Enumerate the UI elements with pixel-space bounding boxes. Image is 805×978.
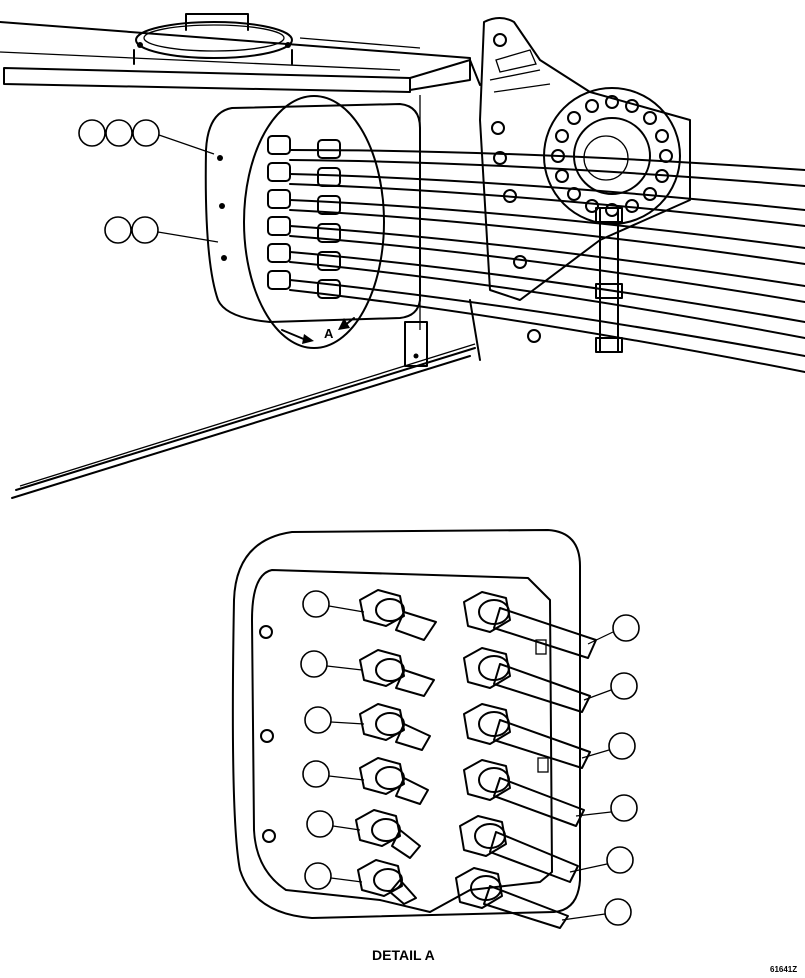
bulkhead-plate (204, 103, 421, 323)
callout-bubble (302, 760, 330, 788)
plate-holes (259, 625, 549, 843)
detail-callouts-right (561, 614, 640, 926)
callout-bubble (304, 706, 332, 734)
fitting (355, 809, 421, 859)
callout-bubble (131, 216, 159, 244)
callout-bubble (612, 614, 640, 642)
fitting-with-hose (463, 703, 591, 769)
callout-bubble (608, 732, 636, 760)
callout-bubble (610, 794, 638, 822)
fitting-column-left (267, 135, 291, 290)
callout-bubble (306, 810, 334, 838)
detail-fittings-left (355, 589, 437, 905)
detail-caption: DETAIL A (372, 947, 435, 963)
detail-fittings-right (455, 591, 597, 929)
spring-bracket (479, 17, 691, 343)
callout-bubble (78, 119, 106, 147)
fitting-with-hose (455, 867, 569, 929)
hose-bundle (289, 149, 805, 373)
callout-bubble (300, 650, 328, 678)
callout-bubble (105, 119, 133, 147)
frame-deck (0, 21, 481, 330)
fitting (359, 703, 431, 751)
fitting (359, 757, 429, 805)
detail-a-indicator: A (243, 95, 385, 349)
fitting (359, 589, 437, 641)
callout-bubble (304, 862, 332, 890)
upper-assembly-view: A (0, 13, 805, 499)
callout-bubble (302, 590, 330, 618)
fitting-with-hose (463, 647, 591, 713)
fitting (359, 649, 435, 697)
upper-callouts (78, 119, 219, 244)
callout-bubble (104, 216, 132, 244)
detail-plate-outline (231, 529, 581, 919)
fitting-with-hose (459, 815, 579, 883)
spring-clamp (595, 207, 623, 353)
fitting-with-hose (463, 759, 585, 827)
detail-a-view: DETAIL A (231, 529, 640, 963)
callout-bubble (604, 898, 632, 926)
callout-bubble (132, 119, 160, 147)
callout-bubble (610, 672, 638, 700)
figure-code: 61641Z (770, 965, 797, 974)
callout-bubble (606, 846, 634, 874)
bulkhead-fittings-upper (267, 135, 341, 299)
detail-callouts-left (300, 590, 365, 890)
inspection-cover (133, 13, 421, 65)
frame-rail (11, 299, 481, 499)
fitting-column-right (317, 139, 341, 299)
view-label-a: A (324, 326, 334, 341)
fitting-with-hose (463, 591, 597, 659)
detail-plate-inner (251, 569, 553, 913)
fitting (357, 859, 417, 905)
